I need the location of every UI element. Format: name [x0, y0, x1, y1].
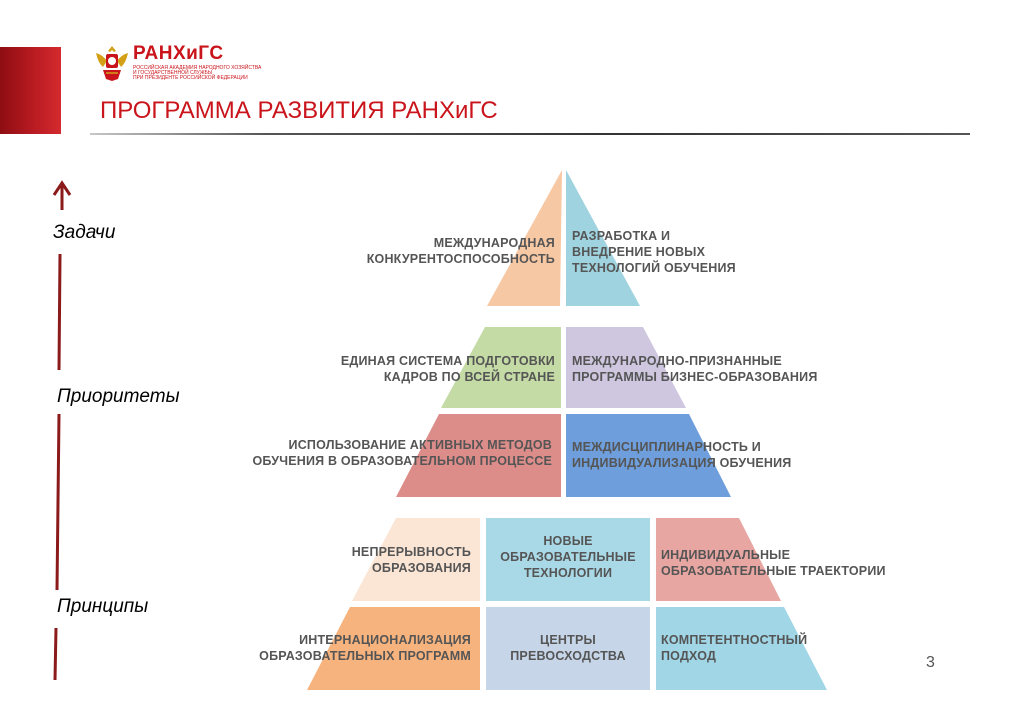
tier1-left-segment [487, 170, 562, 306]
tier1-left-label: МЕЖДУНАРОДНАЯ КОНКУРЕНТОСПОСОБНОСТЬ [366, 236, 555, 266]
tier3-bottom-left-label: ИНТЕРНАЦИОНАЛИЗАЦИЯ ОБРАЗОВАТЕЛЬНЫХ ПРОГ… [259, 633, 471, 663]
axis-segment-upper [57, 253, 62, 371]
logo-wordmark: РАНХиГС [133, 43, 224, 64]
tier3-bottom-right-label: КОМПЕТЕНТНОСТНЫЙ ПОДХОД [661, 633, 808, 663]
title-underline [90, 133, 970, 135]
page-number: 3 [926, 654, 935, 671]
tier3-top-right-label: ИНДИВИДУАЛЬНЫЕ ОБРАЗОВАТЕЛЬНЫЕ ТРАЕКТОРИ… [661, 548, 886, 578]
tier2-bottom-left-label: ИСПОЛЬЗОВАНИЕ АКТИВНЫХ МЕТОДОВ ОБУЧЕНИЯ … [252, 438, 552, 468]
tier2-bottom-right-label: МЕЖДИСЦИПЛИНАРНОСТЬ И ИНДИВИДУАЛИЗАЦИЯ О… [572, 440, 792, 470]
axis-segment-lower [53, 627, 58, 681]
tier3-top-center-segment [486, 518, 650, 601]
tier2-top-right-label: МЕЖДУНАРОДНО-ПРИЗНАННЫЕ ПРОГРАММЫ БИЗНЕС… [572, 354, 818, 384]
tier3-top-left-segment [352, 518, 480, 601]
logo-subtitle-line-3: ПРИ ПРЕЗИДЕНТЕ РОССИЙСКОЙ ФЕДЕРАЦИИ [133, 75, 248, 81]
tier3-bottom-center-label: ЦЕНТРЫ ПРЕВОСХОДСТВА [510, 633, 626, 663]
axis-label-tasks: Задачи [53, 222, 116, 243]
tier2-top-left-label: ЕДИНАЯ СИСТЕМА ПОДГОТОВКИ КАДРОВ ПО ВСЕЙ… [340, 354, 555, 384]
header-accent-bar [0, 47, 61, 134]
tier1-right-segment [566, 170, 640, 306]
ranepa-logo: РАНХиГС РОССИЙСКАЯ АКАДЕМИЯ НАРОДНОГО ХО… [93, 43, 261, 83]
tier3-top-left-label: НЕПРЕРЫВНОСТЬ ОБРАЗОВАНИЯ [351, 545, 471, 575]
logo-subtitle-line-1: РОССИЙСКАЯ АКАДЕМИЯ НАРОДНОГО ХОЗЯЙСТВА [133, 65, 262, 71]
tier1-right-label: РАЗРАБОТКА И ВНЕДРЕНИЕ НОВЫХ ТЕХНОЛОГИЙ … [572, 229, 736, 275]
axis-label-principles: Принципы [57, 596, 149, 617]
tier3-top-center-label: НОВЫЕ ОБРАЗОВАТЕЛЬНЫЕ ТЕХНОЛОГИИ [500, 534, 636, 580]
tier3-bottom-right-segment [656, 607, 827, 690]
tier3-top-right-segment [656, 518, 781, 601]
logo-subtitle-line-2: И ГОСУДАРСТВЕННОЙ СЛУЖБЫ [133, 70, 213, 76]
tier3-bottom-left-segment [307, 607, 480, 690]
tier2-top-left-segment [441, 327, 561, 408]
tier2-bottom-left-segment [396, 414, 561, 497]
axis-arrow-tip-icon [52, 180, 72, 196]
axis-segment-middle [55, 413, 61, 591]
tier2-bottom-right-segment [566, 414, 731, 497]
eagle-emblem-icon [96, 46, 128, 81]
page-title: ПРОГРАММА РАЗВИТИЯ РАНХиГС [100, 97, 498, 124]
tier3-bottom-center-segment [486, 607, 650, 690]
axis-label-priorities: Приоритеты [57, 386, 180, 407]
tier2-top-right-segment [566, 327, 686, 408]
